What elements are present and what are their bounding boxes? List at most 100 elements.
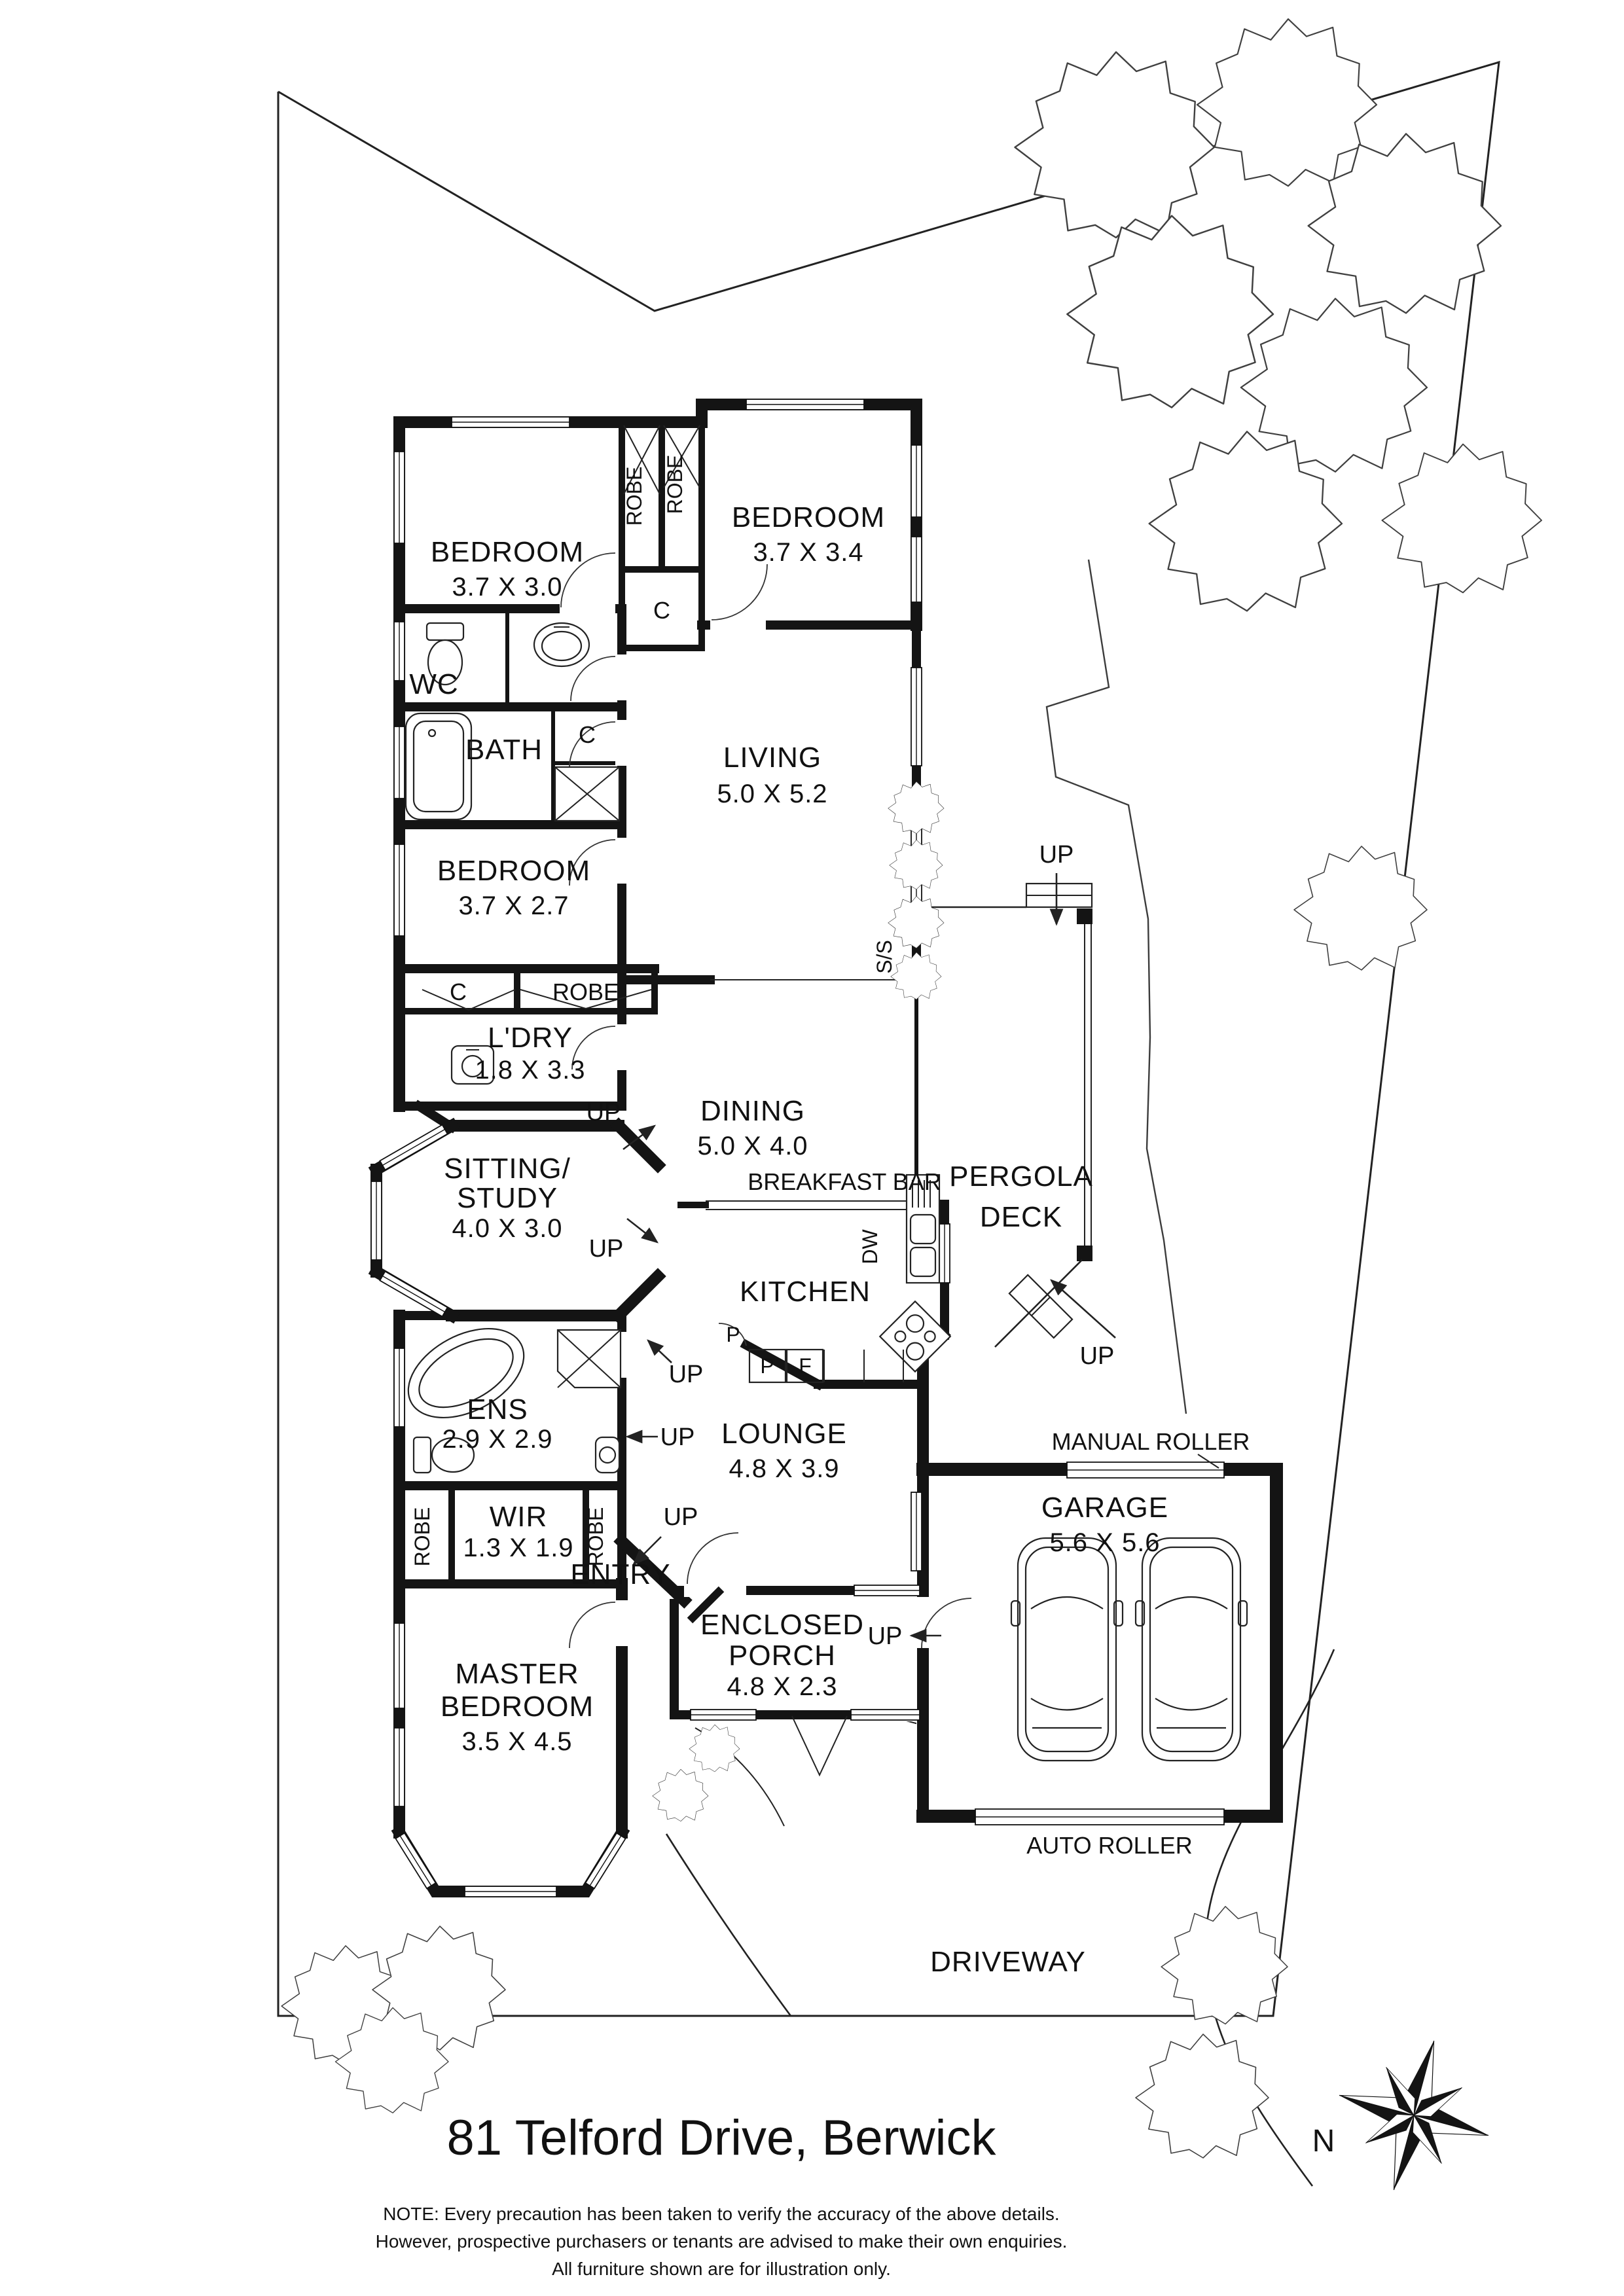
up-pergola-entry: UP	[1039, 841, 1074, 926]
svg-text:MASTER: MASTER	[455, 1658, 579, 1690]
svg-text:C: C	[653, 597, 670, 624]
laundry-trough	[450, 1045, 495, 1085]
svg-text:5.6 X 5.6: 5.6 X 5.6	[1049, 1528, 1160, 1557]
auto-roller-door	[975, 1808, 1225, 1825]
svg-text:ENS: ENS	[467, 1393, 528, 1426]
page-title: 81 Telford Drive, Berwick	[446, 2110, 996, 2166]
svg-text:ROBE: ROBE	[663, 455, 687, 514]
svg-text:3.7 X 3.4: 3.7 X 3.4	[753, 538, 863, 567]
svg-text:STUDY: STUDY	[457, 1182, 558, 1214]
svg-text:4.8 X 3.9: 4.8 X 3.9	[729, 1454, 839, 1483]
note-line-1: NOTE: Every precaution has been taken to…	[383, 2204, 1059, 2224]
up-pergola-se: UP	[1050, 1279, 1116, 1370]
svg-text:C: C	[450, 978, 467, 1005]
room-garage: GARAGE 5.6 X 5.6	[1041, 1492, 1168, 1557]
svg-text:UP: UP	[586, 1099, 621, 1126]
porch-shrubs	[652, 1724, 740, 1821]
svg-text:ROBE: ROBE	[623, 467, 646, 526]
room-master: MASTER BEDROOM 3.5 X 4.5	[441, 1658, 594, 1756]
svg-text:BEDROOM: BEDROOM	[437, 855, 590, 887]
svg-text:BREAKFAST BAR: BREAKFAST BAR	[748, 1168, 941, 1195]
manual-roller-door	[1066, 1462, 1225, 1479]
room-kitchen: KITCHEN	[740, 1276, 871, 1308]
up-garage-door: UP	[868, 1623, 941, 1650]
room-wir: WIR 1.3 X 1.9 ROBE ROBE	[410, 1501, 607, 1566]
svg-text:LIVING: LIVING	[723, 742, 821, 774]
svg-text:2.9 X 2.9: 2.9 X 2.9	[442, 1425, 552, 1454]
svg-text:KITCHEN: KITCHEN	[740, 1276, 871, 1308]
room-bedroom-2: BEDROOM 3.7 X 3.4	[732, 501, 885, 567]
ens-basin	[594, 1436, 621, 1474]
svg-text:4.0 X 3.0: 4.0 X 3.0	[452, 1214, 562, 1243]
svg-text:PORCH: PORCH	[729, 1640, 836, 1672]
svg-text:ROBE: ROBE	[410, 1507, 434, 1567]
driveway-label: DRIVEWAY	[930, 1946, 1085, 1978]
note-line-2: However, prospective purchasers or tenan…	[376, 2231, 1068, 2251]
breakfast-bar-label: BREAKFAST BAR	[748, 1168, 941, 1195]
trees-bottom-right	[1135, 1906, 1288, 2159]
svg-text:WC: WC	[409, 668, 458, 700]
title-block: 81 Telford Drive, Berwick NOTE: Every pr…	[376, 2110, 1068, 2279]
svg-text:BEDROOM: BEDROOM	[732, 501, 885, 533]
room-pergola: PERGOLA DECK	[949, 1160, 1093, 1233]
room-ens: ENS 2.9 X 2.9	[442, 1393, 552, 1454]
kitchen-sink	[905, 1174, 941, 1284]
svg-text:UP: UP	[1039, 841, 1074, 869]
svg-text:3.7 X 3.0: 3.7 X 3.0	[452, 573, 562, 601]
room-porch: ENCLOSED PORCH 4.8 X 2.3	[700, 1609, 863, 1701]
svg-text:DECK: DECK	[980, 1201, 1062, 1233]
svg-text:LOUNGE: LOUNGE	[721, 1418, 847, 1450]
room-dining: DINING 5.0 X 4.0	[697, 1095, 807, 1160]
room-sitting: SITTING/ STUDY 4.0 X 3.0	[444, 1153, 571, 1243]
stove	[878, 1300, 952, 1373]
svg-text:S/S: S/S	[873, 940, 896, 974]
door-arcs	[422, 425, 972, 1777]
room-bedroom-1: BEDROOM 3.7 X 3.0	[431, 536, 584, 601]
svg-text:3.7 X 2.7: 3.7 X 2.7	[458, 891, 569, 920]
trees-top-right	[1014, 18, 1542, 612]
wc-toilet	[425, 622, 465, 686]
svg-text:UP: UP	[589, 1235, 624, 1263]
vanity-basin	[533, 622, 590, 668]
up-sitting-top: UP	[586, 1099, 657, 1151]
svg-text:DINING: DINING	[700, 1095, 805, 1127]
svg-text:ROBE: ROBE	[552, 978, 619, 1005]
ens-spa	[407, 1327, 525, 1419]
bathtub	[405, 712, 473, 821]
svg-text:SITTING/: SITTING/	[444, 1153, 571, 1185]
shrub-column	[888, 781, 945, 1000]
up-sitting-bottom: UP	[589, 1217, 659, 1263]
svg-text:BEDROOM: BEDROOM	[431, 536, 584, 568]
svg-text:C: C	[579, 721, 596, 748]
svg-text:GARAGE: GARAGE	[1041, 1492, 1168, 1524]
svg-text:PERGOLA: PERGOLA	[949, 1160, 1093, 1193]
up-entry: UP	[632, 1503, 698, 1566]
svg-text:P: P	[760, 1354, 774, 1378]
site-boundary	[277, 60, 1500, 2017]
up-lounge: UP	[625, 1424, 695, 1451]
svg-text:MANUAL ROLLER: MANUAL ROLLER	[1052, 1428, 1250, 1455]
room-entry: ENTRY	[570, 1558, 670, 1590]
up-kitchen-hall: UP	[647, 1339, 704, 1388]
ens-toilet	[412, 1436, 475, 1474]
garden-fence-line	[1045, 559, 1187, 1414]
svg-text:ENTRY: ENTRY	[570, 1558, 670, 1590]
svg-text:UP: UP	[868, 1623, 903, 1650]
svg-text:BEDROOM: BEDROOM	[441, 1691, 594, 1723]
svg-text:4.8 X 2.3: 4.8 X 2.3	[727, 1672, 837, 1701]
room-bedroom-3: BEDROOM 3.7 X 2.7	[437, 855, 590, 920]
compass-north-label: N	[1312, 2124, 1335, 2159]
svg-text:BATH: BATH	[465, 734, 543, 766]
svg-text:F: F	[799, 1354, 812, 1378]
svg-text:UP: UP	[669, 1361, 704, 1388]
compass: N	[1312, 2040, 1489, 2191]
room-lounge: LOUNGE 4.8 X 3.9	[721, 1418, 847, 1483]
svg-text:1.3 X 1.9: 1.3 X 1.9	[463, 1534, 573, 1562]
up-annotations: UP UP UP UP UP UP UP UP	[586, 841, 1116, 1650]
svg-text:P: P	[726, 1323, 740, 1346]
shower	[554, 766, 621, 822]
svg-text:WIR: WIR	[490, 1501, 548, 1533]
svg-text:ROBE: ROBE	[584, 1507, 607, 1567]
room-labels: BEDROOM 3.7 X 3.0 BEDROOM 3.7 X 3.4 ROBE…	[409, 455, 1250, 1978]
svg-text:UP: UP	[1080, 1342, 1115, 1370]
